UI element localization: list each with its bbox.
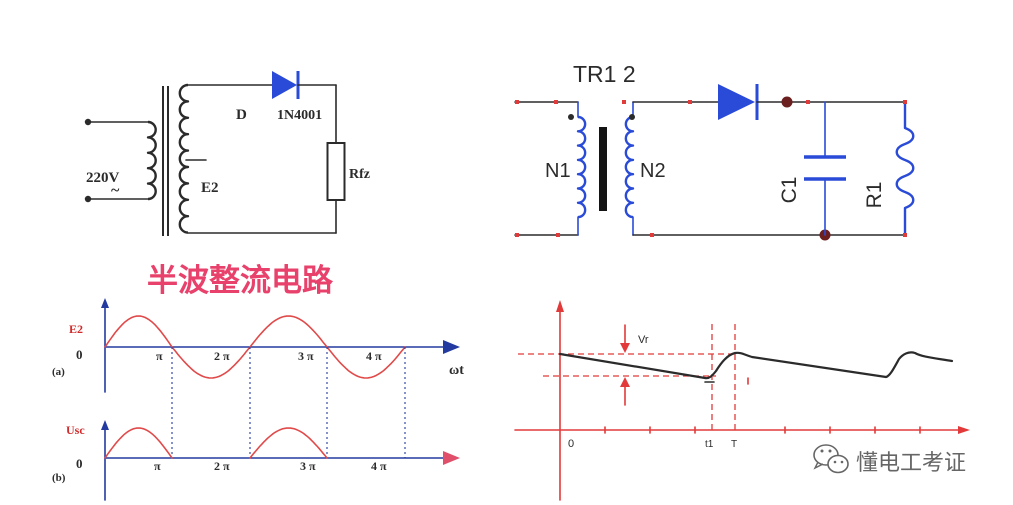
resistor-symbol	[895, 102, 915, 235]
secondary-voltage-label: E2	[201, 180, 219, 196]
secondary-coil	[178, 83, 190, 234]
alignment-lines	[171, 347, 406, 458]
pin-marker	[903, 100, 907, 104]
n1-label: N1	[545, 160, 571, 182]
junction-node-top	[781, 96, 793, 108]
wechat-bubble-tail	[813, 461, 824, 470]
transformer-label: TR1 2	[573, 61, 636, 87]
period-label: T	[731, 439, 737, 450]
filtered-x-ticks	[604, 426, 921, 434]
n2-polarity-dot	[629, 114, 635, 120]
wechat-icon	[813, 444, 849, 474]
waveform-b-tick-label: π	[154, 459, 161, 473]
waveform-b-y-label: Usc	[66, 423, 85, 437]
waveform-b-tick-label: 4 π	[371, 459, 387, 473]
pin-marker	[622, 100, 626, 104]
n2-label: N2	[640, 160, 666, 182]
filter-rectifier-circuit: TR1 2	[514, 61, 915, 241]
pin-marker	[515, 100, 519, 104]
filtered-y-arrow	[556, 300, 564, 312]
wire-pin-markers	[515, 100, 907, 237]
waveform-b-tag: (b)	[52, 472, 66, 484]
pin-marker	[515, 233, 519, 237]
resistor-label: R1	[863, 182, 886, 209]
diode-label: D	[236, 107, 247, 123]
ripple-arrow-head	[620, 377, 630, 387]
waveform-b: Usc 0 (b) π 2 π 3 π 4 π	[52, 420, 460, 501]
half-wave-rectifier-circuit: 220V ~ E2 D 1N4001 Rfz	[84, 71, 370, 236]
n1-polarity-dot	[568, 114, 574, 120]
waveform-b-x-arrow	[443, 451, 460, 465]
diode-model-label: 1N4001	[277, 108, 322, 123]
source-voltage-label: 220V	[86, 170, 120, 186]
pin-marker	[688, 100, 692, 104]
waveform-a-tick-label: 3 π	[298, 349, 314, 363]
filtered-output-curve	[558, 351, 954, 380]
waveform-a-tick-label: 4 π	[366, 349, 382, 363]
waveform-a-tick-label: 2 π	[214, 349, 230, 363]
source-ac-symbol: ~	[111, 182, 120, 199]
capacitor-symbol	[804, 101, 846, 236]
filtered-waveform: Vr 0 t1 T	[514, 300, 970, 501]
pin-marker	[806, 100, 810, 104]
wechat-bubble-small	[827, 454, 849, 474]
pin-marker	[903, 233, 907, 237]
ripple-arrow-head	[620, 343, 630, 353]
pin-marker	[650, 233, 654, 237]
filtered-origin: 0	[568, 438, 574, 450]
waveform-a: E2 0 (a) ωt π 2 π 3 π 4 π	[52, 298, 464, 393]
watermark-text: 懂电工考证	[856, 451, 966, 476]
filtered-x-arrow	[958, 426, 970, 434]
ripple-label: Vr	[638, 334, 649, 346]
capacitor-label: C1	[778, 177, 801, 204]
waveform-a-y-arrow	[101, 298, 109, 308]
wechat-eye	[828, 449, 832, 453]
waveform-a-tag: (a)	[52, 366, 65, 378]
t1-label: t1	[705, 439, 714, 450]
waveform-b-origin: 0	[76, 456, 83, 471]
pin-marker	[556, 233, 560, 237]
diode-triangle	[272, 71, 297, 99]
waveform-a-x-label: ωt	[449, 363, 464, 378]
watermark: 懂电工考证	[813, 444, 966, 476]
waveform-b-tick-label: 3 π	[300, 459, 316, 473]
waveform-a-x-arrow	[443, 340, 460, 354]
n2-coil	[624, 115, 635, 219]
waveform-a-y-label: E2	[69, 322, 83, 336]
sine-wave-e2	[104, 315, 406, 379]
load-resistor-label: Rfz	[349, 167, 370, 182]
wechat-eye	[840, 460, 844, 464]
pin-marker	[554, 100, 558, 104]
wechat-eye	[833, 460, 837, 464]
transformer-core	[599, 127, 607, 211]
waveform-b-y-arrow	[101, 420, 109, 430]
filter-diode-triangle	[718, 84, 755, 120]
waveform-a-tick-label: π	[156, 349, 163, 363]
ripple-arrow-up	[620, 377, 630, 406]
waveform-b-tick-label: 2 π	[214, 459, 230, 473]
n1-coil	[576, 115, 587, 219]
waveform-a-origin: 0	[76, 347, 83, 362]
wechat-eye	[820, 449, 824, 453]
primary-coil	[146, 120, 157, 201]
ripple-arrow-down	[620, 324, 630, 353]
diagram-title: 半波整流电路	[147, 263, 334, 299]
